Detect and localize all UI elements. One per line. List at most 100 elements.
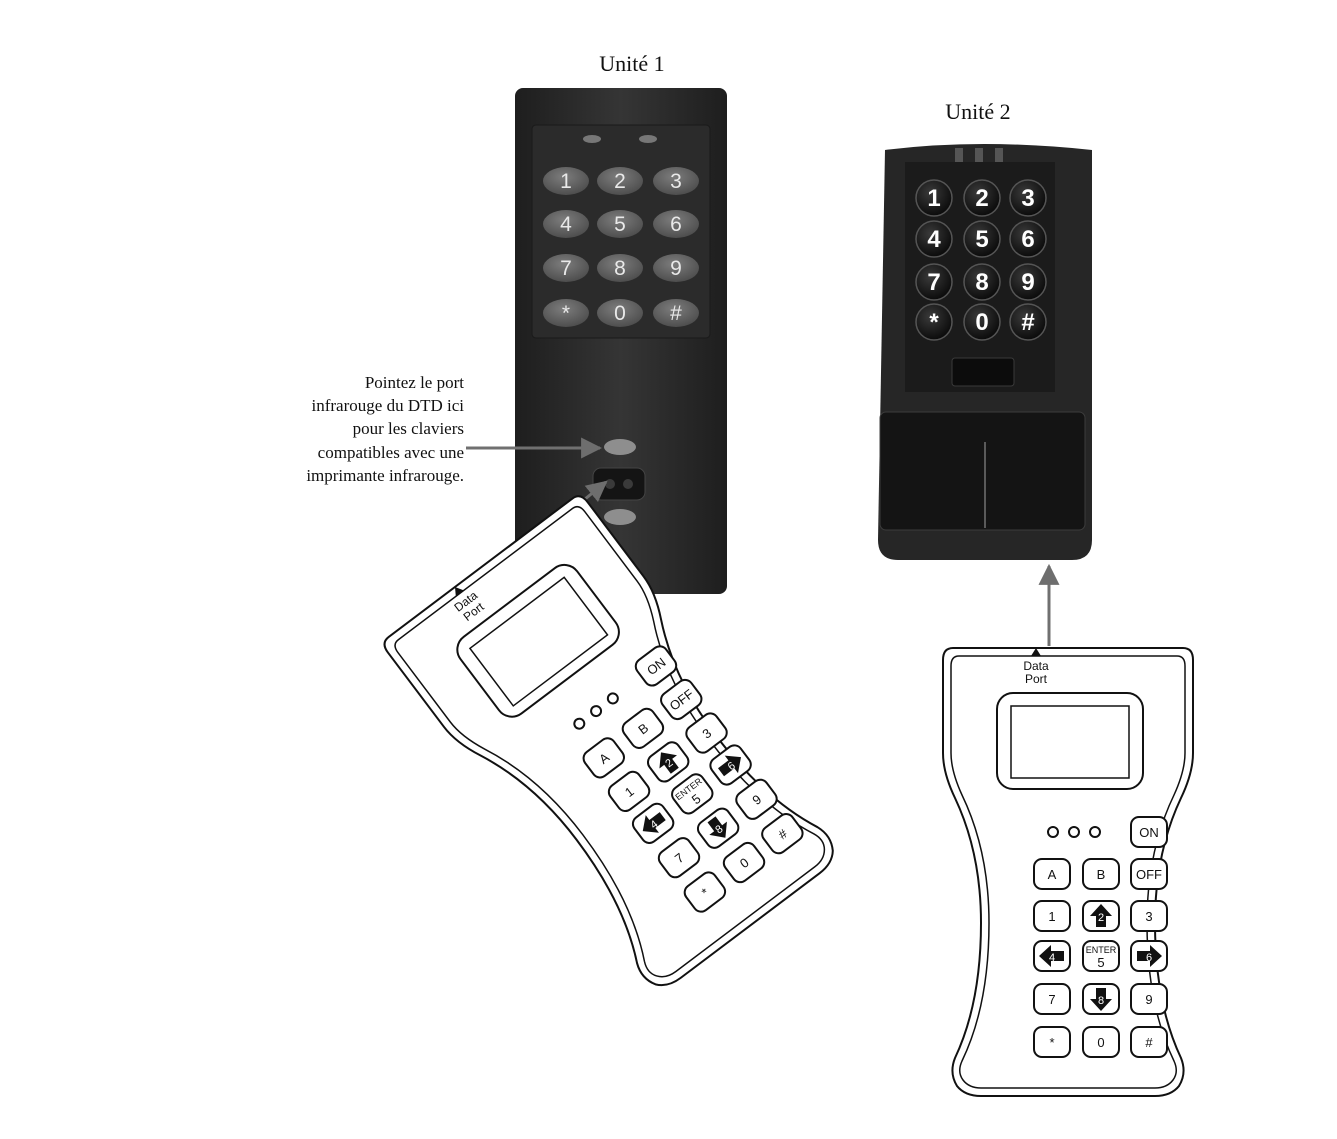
unit-2-key[interactable]: * (915, 303, 953, 341)
key-6-button[interactable]: 6 (707, 742, 754, 788)
unit-2-key[interactable]: # (1009, 303, 1047, 341)
unit-1-key-label: 5 (614, 213, 626, 236)
unit-2-key[interactable]: 4 (915, 220, 953, 258)
dtd-indicator-icon (606, 692, 619, 705)
key-8-button[interactable]: 8 (695, 805, 742, 851)
unit-1-key-cap (543, 299, 589, 327)
key-1-button[interactable]: 1 (1033, 900, 1071, 932)
unit-2-key-label: 6 (1021, 226, 1034, 253)
dtd-key-label: ON (1139, 825, 1159, 840)
unit-1-key-label: # (670, 302, 682, 325)
unit-2-key-cap (963, 179, 1001, 217)
key-9-button[interactable]: 9 (1130, 983, 1168, 1015)
unit-2-key[interactable]: 8 (963, 263, 1001, 301)
dtd-key-label: 1 (1048, 909, 1055, 924)
unit-2-key-label: * (929, 309, 939, 336)
off-button[interactable]: OFF (658, 677, 705, 723)
unit-2-key-cap (1009, 220, 1047, 258)
unit-1-key-label: 8 (614, 257, 626, 280)
b-button[interactable]: B (620, 706, 667, 752)
unit-2-card-reader (879, 411, 1086, 531)
a-button[interactable]: A (1033, 858, 1071, 890)
key-3-button[interactable]: 3 (683, 710, 730, 756)
unit-1-key[interactable]: 4 (543, 210, 589, 238)
unit-1-key[interactable]: 1 (543, 167, 589, 195)
unit-1-key[interactable]: 7 (543, 254, 589, 282)
star-button[interactable]: * (681, 869, 728, 915)
unit-2-key-cap (963, 303, 1001, 341)
unit-1-key-cap (653, 167, 699, 195)
b-button[interactable]: B (1082, 858, 1120, 890)
star-button[interactable]: * (1033, 1026, 1071, 1058)
unit-1-key[interactable]: 0 (597, 299, 643, 327)
unit-2-key-cap (915, 179, 953, 217)
key-9-button[interactable]: 9 (733, 777, 780, 823)
unit-2-key[interactable]: 7 (915, 263, 953, 301)
dtd-key-label: B (1097, 867, 1106, 882)
unit-2-key[interactable]: 2 (963, 179, 1001, 217)
dtd-screen (1010, 705, 1130, 779)
unit-2-key[interactable]: 1 (915, 179, 953, 217)
unit-2-key-label: 9 (1021, 269, 1034, 296)
down-arrow-icon (707, 816, 727, 838)
dtd-key-frame (657, 837, 701, 879)
dtd-indicator-icon (590, 705, 603, 718)
dtd-key-frame (634, 645, 678, 687)
unit-1-key-cap (543, 167, 589, 195)
key-7-button[interactable]: 7 (1033, 983, 1071, 1015)
unit-2-key[interactable]: 6 (1009, 220, 1047, 258)
hash-button[interactable]: # (759, 811, 806, 857)
unit-2-key[interactable]: 5 (963, 220, 1001, 258)
key-8-button[interactable]: 8 (1082, 983, 1120, 1015)
unit-1-key[interactable]: 5 (597, 210, 643, 238)
unit-1-key[interactable]: 2 (597, 167, 643, 195)
dtd-indicator-icon (1089, 826, 1101, 838)
unit-1-key[interactable]: * (543, 299, 589, 327)
a-button[interactable]: A (580, 735, 627, 781)
key-1-button[interactable]: 1 (606, 769, 653, 815)
dtd-key-frame (685, 712, 728, 754)
right-arrow-icon (1137, 945, 1162, 967)
hash-button[interactable]: # (1130, 1026, 1168, 1058)
key-2-button[interactable]: 2 (1082, 900, 1120, 932)
dtd-key-frame (660, 678, 703, 721)
key-4-button[interactable]: 4 (1033, 940, 1071, 972)
unit-2-key[interactable]: 9 (1009, 263, 1047, 301)
unit-1-key-label: 2 (614, 170, 626, 193)
key-4-button[interactable]: 4 (630, 801, 677, 847)
dtd-key-frame (582, 737, 625, 779)
unit-1-key[interactable]: 3 (653, 167, 699, 195)
led-icon (975, 148, 983, 162)
dtd-key-label: 6 (1146, 952, 1152, 964)
dtd-key-frame (607, 770, 651, 813)
unit-1-key-cap (653, 299, 699, 327)
unit-2-key[interactable]: 0 (963, 303, 1001, 341)
unit-2-key-cap (1009, 263, 1047, 301)
key-2-button[interactable]: 2 (645, 739, 692, 785)
key-7-button[interactable]: 7 (656, 835, 703, 881)
unit-1-key[interactable]: 9 (653, 254, 699, 282)
unit-1-key[interactable]: 6 (653, 210, 699, 238)
unit-2-key[interactable]: 3 (1009, 179, 1047, 217)
unit-2-key-label: 0 (975, 309, 988, 336)
key-6-button[interactable]: 6 (1130, 940, 1168, 972)
dtd-key-label: 0 (1097, 1035, 1104, 1050)
unit-1-key[interactable]: 8 (597, 254, 643, 282)
on-button[interactable]: ON (1130, 816, 1168, 848)
data-port-icon (455, 587, 464, 597)
annotation-line-2: infrarouge du DTD ici (312, 396, 465, 415)
key-0-button[interactable]: 0 (1082, 1026, 1120, 1058)
dtd-screen-frame (996, 692, 1144, 790)
dtd-key-frame (1082, 1026, 1120, 1058)
unit-2-key-label: # (1021, 309, 1034, 336)
off-button[interactable]: OFF (1130, 858, 1168, 890)
key-0-button[interactable]: 0 (721, 840, 768, 886)
on-button[interactable]: ON (633, 643, 680, 689)
unit-1-key[interactable]: # (653, 299, 699, 327)
key-3-button[interactable]: 3 (1130, 900, 1168, 932)
